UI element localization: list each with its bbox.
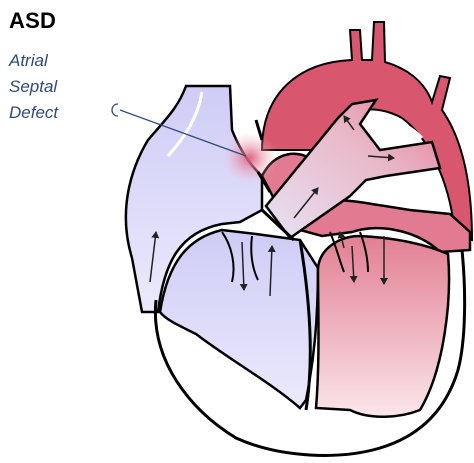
septal-defect-shunt <box>222 132 278 184</box>
right-ventricle <box>160 230 318 408</box>
left-ventricle <box>316 236 449 417</box>
leader-pin-icon <box>112 104 118 116</box>
